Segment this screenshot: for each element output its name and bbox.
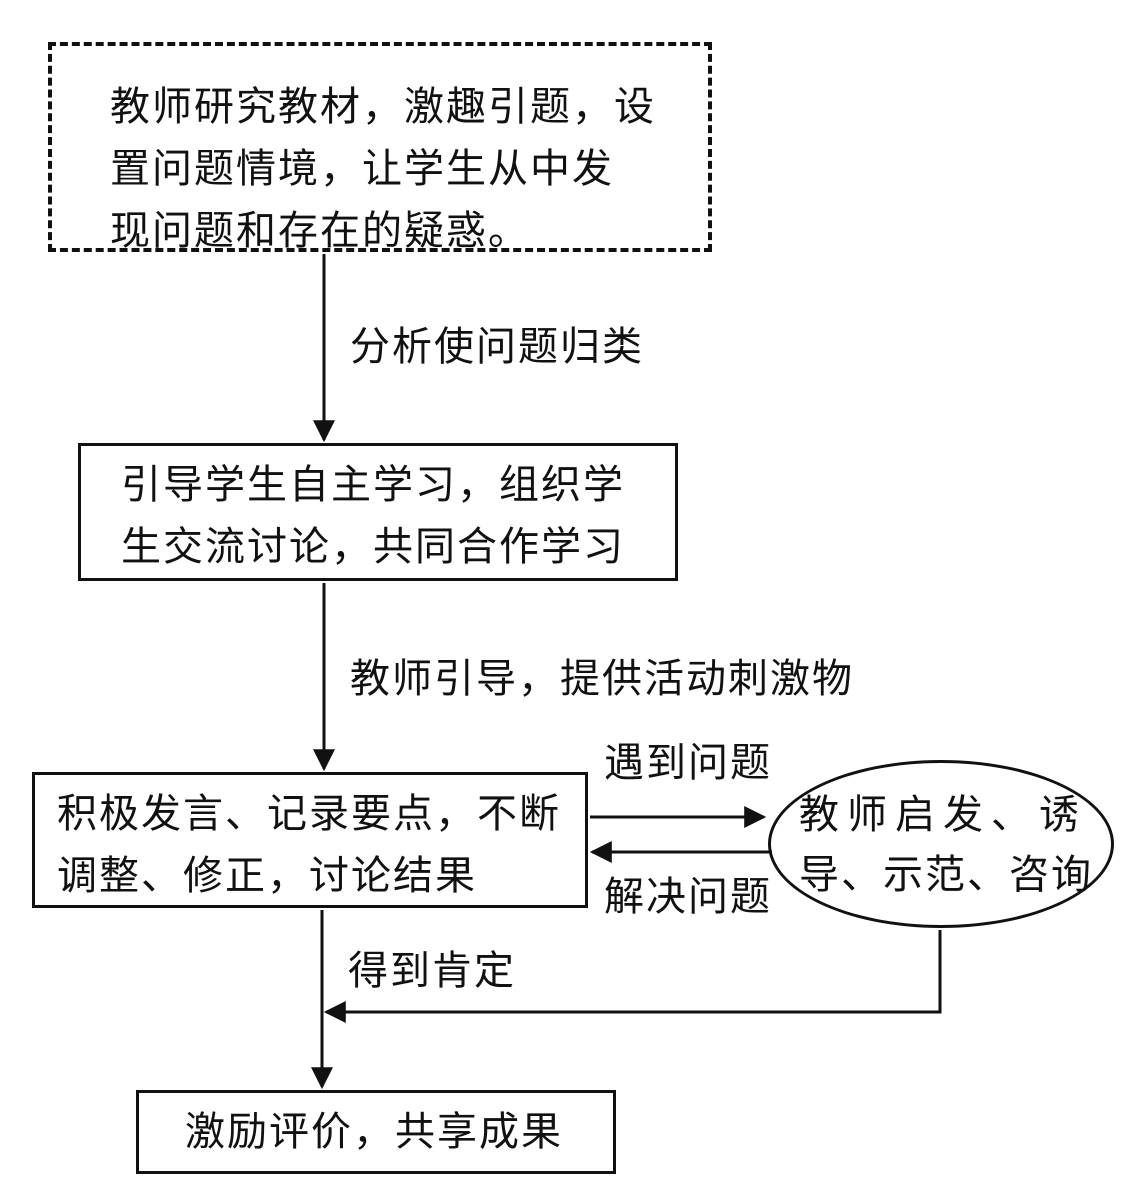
- step-self-study-line-2: 生交流讨论，共同合作学习: [121, 524, 625, 570]
- step-discussion-line-1: 积极发言、记录要点，不断: [57, 791, 561, 837]
- teacher-support-ellipse: 教师启发、诱 导、示范、咨询: [768, 760, 1114, 928]
- step-prepare-line-3: 现问题和存在的疑惑。: [110, 208, 530, 254]
- step-discussion-line-2: 调整、修正，讨论结果: [57, 853, 477, 899]
- step-discussion-node: 积极发言、记录要点，不断 调整、修正，讨论结果: [32, 772, 588, 908]
- teacher-support-line-1: 教师启发、诱: [799, 792, 1087, 838]
- edge-label-classify: 分析使问题归类: [350, 324, 644, 370]
- edge-label-meet-problem: 遇到问题: [604, 740, 772, 786]
- step-self-study-node: 引导学生自主学习，组织学 生交流讨论，共同合作学习: [78, 443, 678, 581]
- step-prepare-node: 教师研究教材，激趣引题，设 置问题情境，让学生从中发 现问题和存在的疑惑。: [48, 42, 712, 254]
- step-self-study-line-1: 引导学生自主学习，组织学: [121, 462, 625, 508]
- step-prepare-line-1: 教师研究教材，激趣引题，设: [110, 84, 656, 130]
- arrow-n4-feedback: [323, 930, 942, 1023]
- step-evaluation-line-1: 激励评价，共享成果: [185, 1109, 563, 1155]
- step-evaluation-node: 激励评价，共享成果: [136, 1090, 616, 1174]
- teacher-support-line-2: 导、示范、咨询: [799, 852, 1093, 898]
- step-prepare-line-2: 置问题情境，让学生从中发: [110, 146, 614, 192]
- edge-label-affirmed: 得到肯定: [348, 948, 516, 994]
- edge-label-solve-problem: 解决问题: [604, 874, 772, 920]
- edge-label-guide: 教师引导，提供活动刺激物: [350, 656, 854, 702]
